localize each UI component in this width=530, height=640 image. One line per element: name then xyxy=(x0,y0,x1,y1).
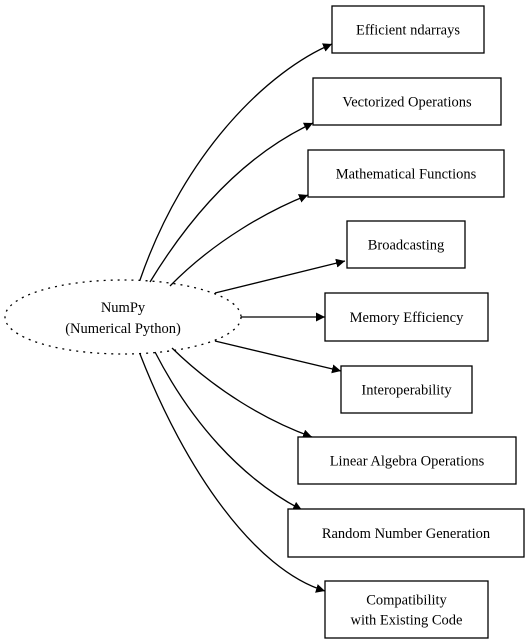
node-label: Mathematical Functions xyxy=(336,167,477,183)
node-label: Broadcasting xyxy=(368,238,445,254)
edge-to-broadcasting xyxy=(214,258,346,294)
node-compatibility: Compatibility with Existing Code xyxy=(324,580,489,639)
node-mathematical-functions: Mathematical Functions xyxy=(307,149,505,198)
root-label-line-1: NumPy xyxy=(101,300,146,316)
node-broadcasting: Broadcasting xyxy=(346,220,466,269)
node-efficient-ndarrays: Efficient ndarrays xyxy=(331,5,485,54)
edge-to-compatibility xyxy=(139,353,326,593)
node-random-number-generation: Random Number Generation xyxy=(287,508,525,558)
edge-to-mathematical-functions xyxy=(169,194,309,287)
edge-to-linear-algebra-operations xyxy=(171,347,313,439)
root-label-line-2: (Numerical Python) xyxy=(65,321,181,337)
node-box xyxy=(312,77,502,126)
node-label: Compatibility xyxy=(366,593,447,609)
node-memory-efficiency: Memory Efficiency xyxy=(324,292,489,342)
edge-to-random-number-generation xyxy=(154,351,303,511)
node-interoperability: Interoperability xyxy=(340,365,473,414)
edge-to-interoperability xyxy=(214,340,342,374)
root-node: NumPy (Numerical Python) xyxy=(4,279,242,355)
root-ellipse xyxy=(4,279,242,355)
node-label: with Existing Code xyxy=(351,613,463,629)
node-label: Efficient ndarrays xyxy=(356,23,460,39)
node-label: Linear Algebra Operations xyxy=(330,454,485,470)
node-box xyxy=(346,220,466,269)
node-box xyxy=(331,5,485,54)
node-linear-algebra-operations: Linear Algebra Operations xyxy=(297,436,517,485)
node-box xyxy=(287,508,525,558)
edges xyxy=(139,43,346,593)
node-box xyxy=(340,365,473,414)
node-box xyxy=(307,149,505,198)
node-label: Interoperability xyxy=(361,383,452,399)
node-label: Memory Efficiency xyxy=(350,310,464,326)
node-box xyxy=(297,436,517,485)
edge-to-vectorized-operations xyxy=(149,122,314,283)
node-box xyxy=(324,580,489,639)
node-vectorized-operations: Vectorized Operations xyxy=(312,77,502,126)
node-box xyxy=(324,292,489,342)
node-label: Vectorized Operations xyxy=(342,95,472,111)
node-label: Random Number Generation xyxy=(322,526,491,542)
edge-to-efficient-ndarrays xyxy=(139,43,333,281)
